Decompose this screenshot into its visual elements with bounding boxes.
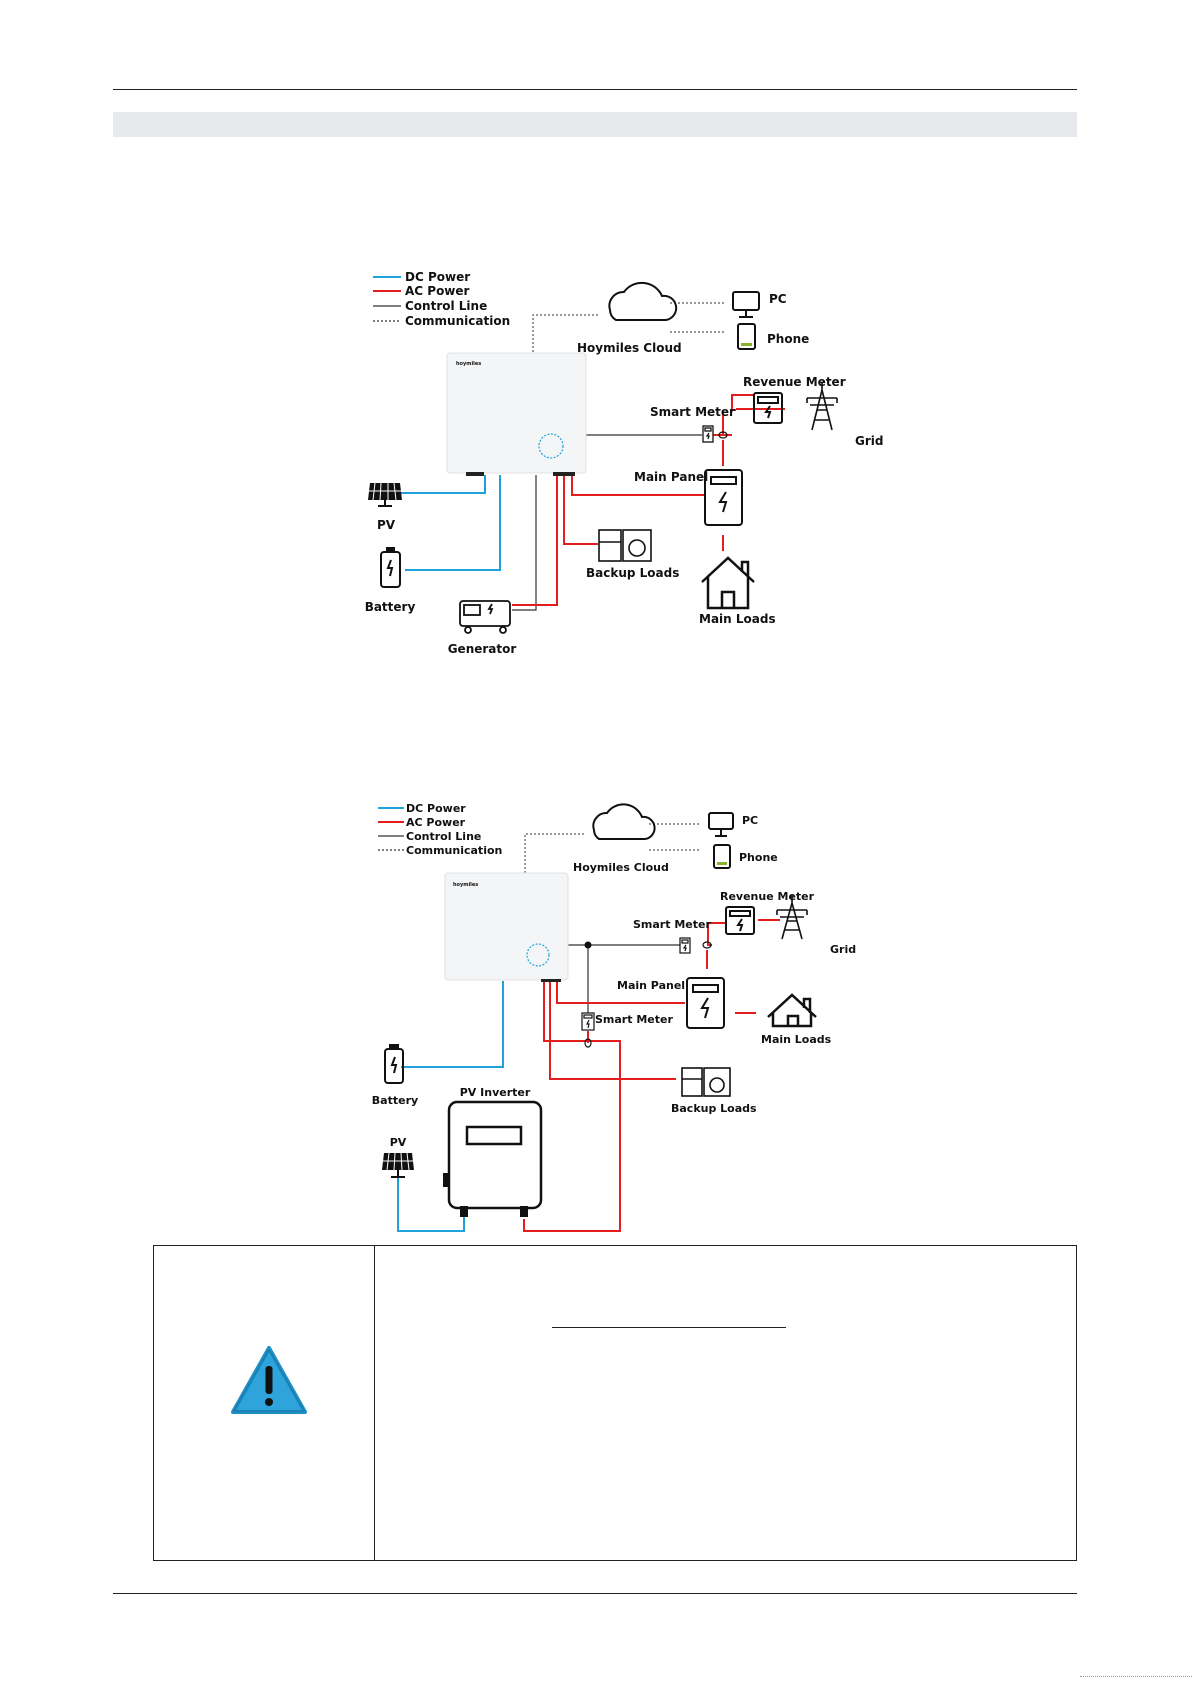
pv-inverter-icon (447, 1100, 543, 1210)
smart-meter-icon-top (679, 937, 691, 954)
cloud-icon-2 (592, 803, 656, 840)
legend-dc-2: DC Power (406, 802, 466, 815)
grid-label: Grid (855, 434, 883, 448)
house-icon (701, 556, 755, 610)
cloud-label: Hoymiles Cloud (577, 341, 682, 355)
pc-icon-2 (708, 812, 734, 837)
legend-comm: Communication (405, 314, 510, 328)
header-rule (113, 89, 1077, 90)
grid-tower-icon (806, 382, 838, 431)
system-diagram-1: DC Power AC Power Control Line Communica… (365, 270, 884, 656)
pv-label-2: PV (390, 1136, 407, 1149)
main-loads-label-2: Main Loads (761, 1033, 832, 1046)
smart-meter-label: Smart Meter (650, 405, 735, 419)
battery-label: Battery (365, 600, 416, 614)
battery-icon-2 (384, 1044, 404, 1084)
ct-clamp-icon-mid (584, 1038, 592, 1048)
smart-meter-mid-label: Smart Meter (595, 1013, 673, 1026)
revenue-meter-icon-2 (725, 906, 755, 935)
phone-icon-2 (713, 844, 731, 869)
house-icon-2 (767, 993, 817, 1028)
revenue-meter-icon (753, 392, 783, 424)
main-loads-label: Main Loads (699, 612, 776, 626)
smart-meter-icon-mid (581, 1012, 595, 1031)
pv-panel-icon-2 (382, 1152, 414, 1178)
generator-label: Generator (448, 642, 517, 656)
backup-loads-label: Backup Loads (586, 566, 679, 580)
pc-icon (732, 291, 760, 318)
main-panel-icon (704, 469, 743, 526)
cloud-label-2: Hoymiles Cloud (573, 861, 669, 874)
pv-inverter-label: PV Inverter (460, 1086, 531, 1099)
warning-divider (374, 1246, 375, 1560)
battery-icon (380, 547, 401, 588)
revenue-meter-label: Revenue Meter (743, 375, 846, 389)
inverter-led-ring (538, 433, 564, 459)
footer-rule (113, 1593, 1077, 1594)
ct-clamp-icon (718, 431, 728, 439)
hybrid-inverter (446, 352, 587, 474)
cloud-icon (608, 281, 678, 321)
diagram-legend-2: DC Power AC Power Control Line Communica… (378, 802, 502, 857)
inverter-brand: hoymiles (456, 361, 481, 367)
legend-control-2: Control Line (406, 830, 481, 843)
legend-control: Control Line (405, 299, 487, 313)
legend-ac: AC Power (405, 284, 470, 298)
smart-meter-icon (702, 425, 714, 443)
section-heading-band (113, 112, 1077, 137)
backup-loads-label-2: Backup Loads (671, 1102, 757, 1115)
pv-panel-icon (368, 482, 402, 507)
main-panel-icon-2 (686, 977, 725, 1029)
phone-label-2: Phone (739, 851, 778, 864)
backup-loads-icon-2 (681, 1067, 731, 1097)
phone-label: Phone (767, 332, 809, 346)
main-panel-label: Main Panel (634, 470, 708, 484)
warning-triangle-icon (231, 1346, 307, 1414)
diagram-legend: DC Power AC Power Control Line Communica… (373, 270, 510, 328)
pc-label: PC (769, 292, 787, 306)
ct-clamp-icon-top (702, 941, 712, 949)
hybrid-inverter-2 (444, 872, 569, 981)
pc-label-2: PC (742, 814, 758, 827)
legend-ac-2: AC Power (406, 816, 466, 829)
legend-comm-2: Communication (406, 844, 502, 857)
battery-label-2: Battery (372, 1094, 418, 1107)
inverter-brand-2: hoymiles (453, 882, 478, 888)
generator-icon (459, 600, 511, 634)
legend-dc: DC Power (405, 270, 470, 284)
backup-loads-icon (598, 529, 652, 562)
revenue-meter-label-2: Revenue Meter (720, 890, 815, 903)
inverter-led-ring-2 (526, 943, 550, 967)
main-panel-label-2: Main Panel (617, 979, 685, 992)
phone-icon (737, 323, 756, 350)
system-diagram-2: DC Power AC Power Control Line Communica… (372, 802, 856, 1232)
grid-tower-icon-2 (776, 895, 808, 940)
grid-label-2: Grid (830, 943, 856, 956)
warning-underline (552, 1327, 786, 1328)
smart-meter-top-label: Smart Meter (633, 918, 711, 931)
footer-mark (1080, 1676, 1192, 1677)
warning-callout (153, 1245, 1077, 1561)
pv-label: PV (377, 518, 396, 532)
